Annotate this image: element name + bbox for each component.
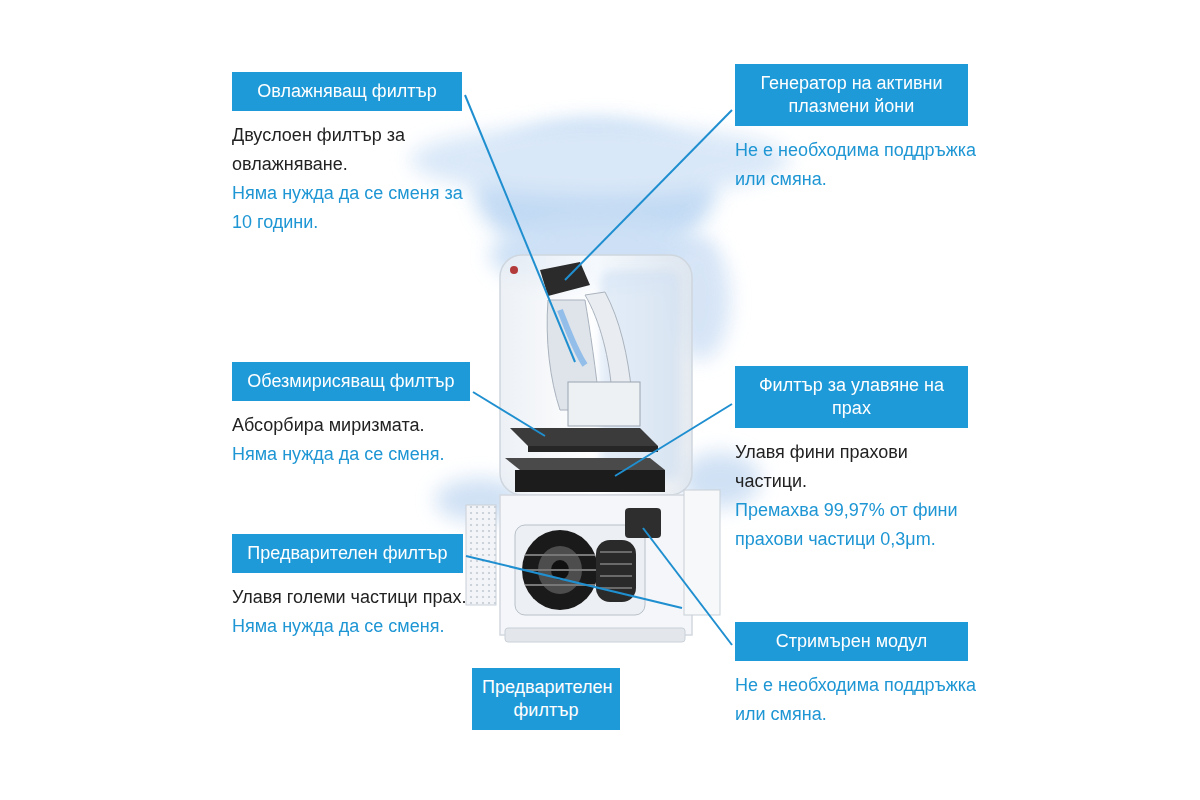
callout-note: Премахва 99,97% от фини прахови частици …: [735, 496, 980, 554]
fan-housing: [515, 525, 645, 615]
callout-heading: Обезмирисяващ филтър: [232, 362, 470, 401]
streamer-module: [625, 508, 661, 538]
leader-line: [643, 528, 732, 645]
callout: Филтър за улавяне на прахУлавя фини прах…: [735, 366, 980, 554]
callout-note: Улавя големи частици прах.: [232, 583, 467, 612]
fan-unit: [515, 508, 661, 615]
upper-housing: [500, 255, 692, 495]
dust-filter: [515, 470, 665, 492]
deodorizing-filter: [510, 428, 658, 446]
humidifier-assembly: [547, 292, 640, 426]
callout-heading: Предварителен филтър: [232, 534, 463, 573]
leader-line: [473, 392, 545, 436]
callout-note: Двуслоен филтър за овлажняване.: [232, 121, 467, 179]
leader-line: [466, 556, 682, 608]
right-panel: [684, 490, 720, 615]
callout-note: Няма нужда да се сменя.: [232, 440, 472, 469]
callout-heading: Овлажняващ филтър: [232, 72, 462, 111]
callout-heading: Предварителен филтър: [472, 668, 620, 730]
callout: Обезмирисяващ филтърАбсорбира миризмата.…: [232, 362, 472, 469]
leader-lines: [465, 95, 732, 645]
callout-heading: Генератор на активни плазмени йони: [735, 64, 968, 126]
leader-line: [615, 404, 732, 476]
humidifier-tube-2: [585, 292, 632, 395]
housing: [466, 255, 720, 642]
base-foot: [505, 628, 685, 642]
callout-note: Абсорбира миризмата.: [232, 411, 472, 440]
fan-blades: [523, 555, 597, 585]
callout-heading: Филтър за улавяне на прах: [735, 366, 968, 428]
callout-note: Няма нужда да се сменя за 10 години.: [232, 179, 467, 237]
water-tray: [568, 382, 640, 426]
base-housing: [500, 495, 692, 635]
callout: Генератор на активни плазмени йони Не е н…: [735, 64, 980, 194]
callout: Предварителен филтърУлавя големи частици…: [232, 534, 467, 641]
callout: Предварителен филтър: [472, 668, 620, 730]
leader-line: [565, 110, 732, 280]
callout-note: Няма нужда да се сменя.: [232, 612, 467, 641]
deodorizing-filter-edge: [528, 446, 658, 452]
callout: Овлажняващ филтърДвуслоен филтър за овла…: [232, 72, 467, 237]
plasma-dot: [510, 266, 518, 274]
blower-slats: [600, 552, 632, 588]
leader-line: [465, 95, 575, 362]
left-grille-panel: [466, 505, 496, 605]
fan-wheel: [522, 530, 598, 610]
callout-note: Улавя фини прахови частици.: [735, 438, 980, 496]
callout-heading: Стримърен модул: [735, 622, 968, 661]
mist-top-wide: [410, 125, 790, 195]
callout-note: Не е необходима поддръжка или смяна.: [735, 671, 980, 729]
callout: Стримърен модул Не е необходима поддръжка…: [735, 622, 980, 729]
callout-note: Не е необходима поддръжка или смяна.: [735, 136, 980, 194]
air-mist: [410, 120, 790, 522]
